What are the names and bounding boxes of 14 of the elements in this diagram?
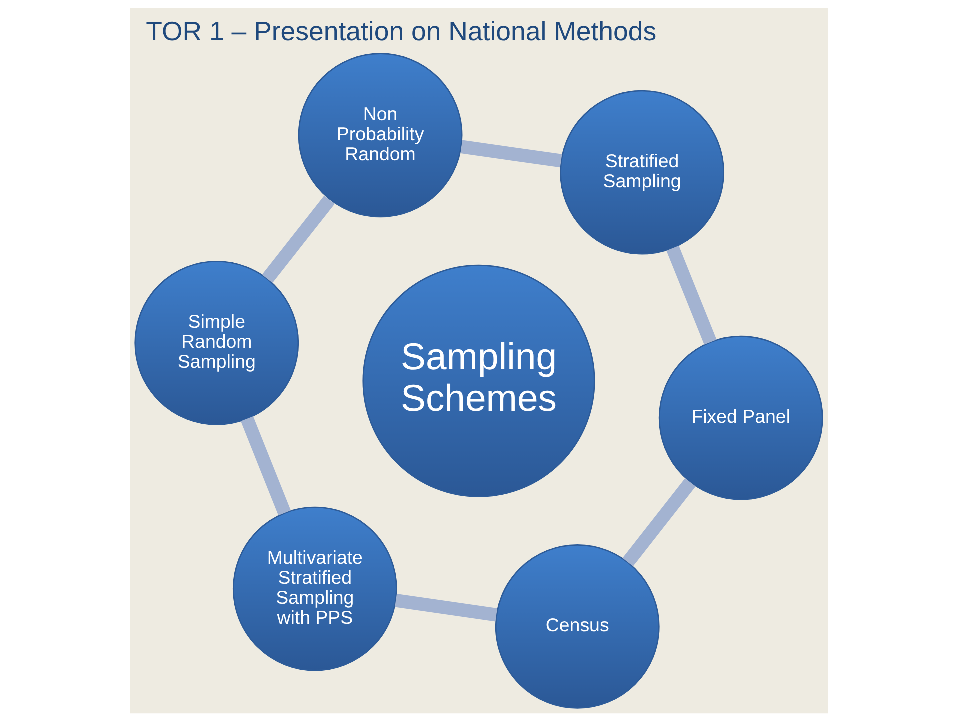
node-circle: Stratified Sampling bbox=[560, 90, 725, 255]
connector bbox=[666, 246, 717, 345]
connector bbox=[622, 478, 696, 567]
node-circle: Census bbox=[495, 544, 660, 709]
connector bbox=[262, 196, 335, 284]
node-circle: Simple Random Sampling bbox=[134, 260, 300, 426]
connector bbox=[395, 594, 498, 622]
node-circle: Fixed Panel bbox=[658, 336, 824, 500]
node-circle: Multivariate Stratified Sampling with PPS bbox=[232, 506, 398, 672]
diagram-title: TOR 1 – Presentation on National Methods bbox=[146, 16, 657, 46]
connector bbox=[240, 416, 292, 516]
node-circle: Non Probability Random bbox=[298, 53, 463, 218]
node-circle: Sampling Schemes bbox=[362, 264, 596, 498]
connector bbox=[460, 140, 562, 168]
